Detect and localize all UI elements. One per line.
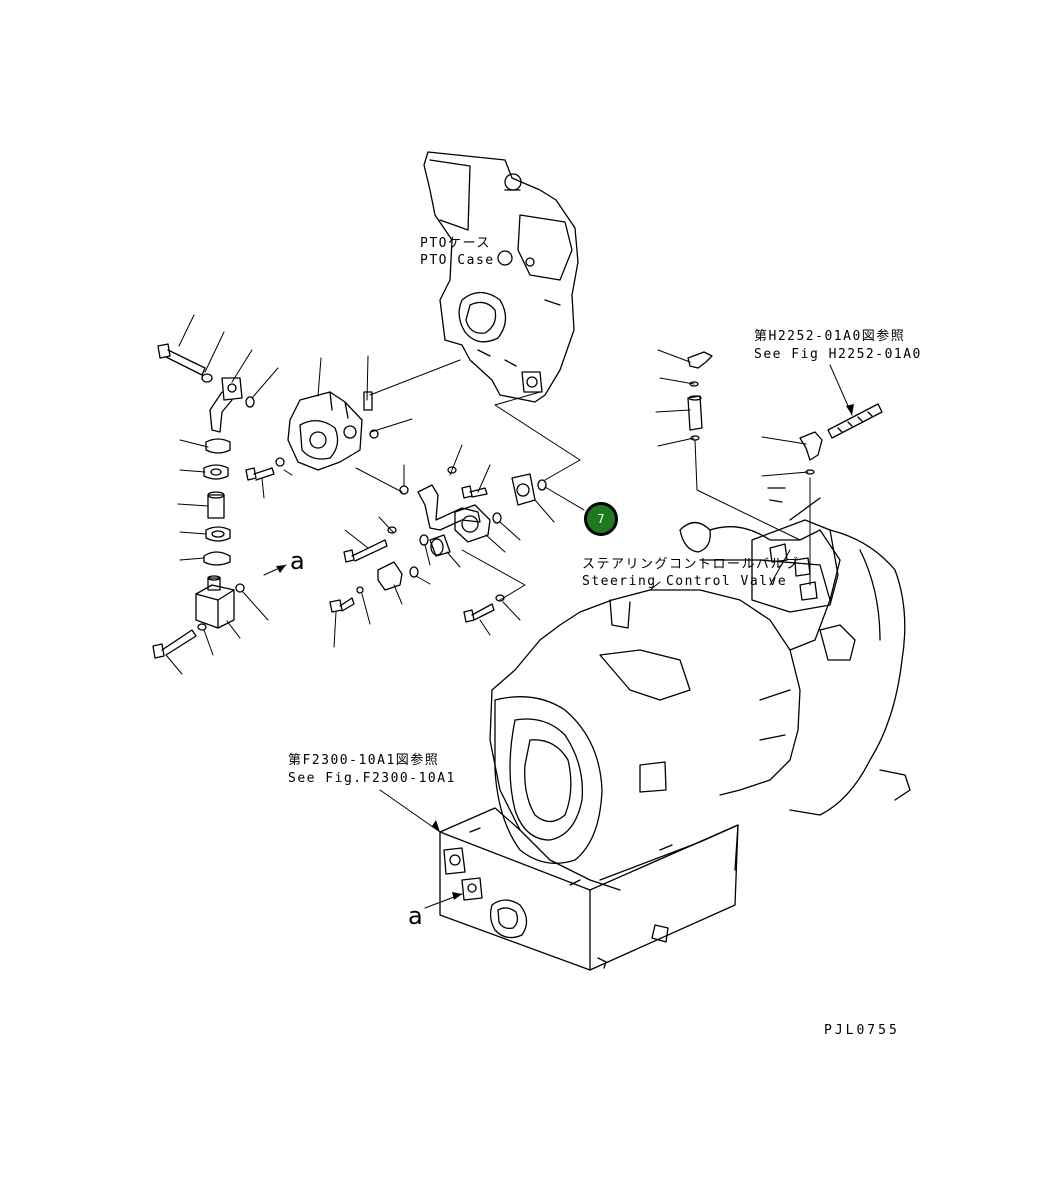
steering-valve-label-jp: ステアリングコントロールバルブ (582, 557, 800, 572)
fig-f2300-label-en: See Fig.F2300-10A1 (288, 771, 456, 786)
hose-parts-drawing (687, 351, 883, 475)
pto-case-label-jp: PTOケース (420, 236, 491, 251)
arrowheads (276, 404, 854, 900)
leader-lines (165, 314, 853, 909)
fig-h2252-label-jp: 第H2252-01A0図参照 (754, 329, 906, 344)
pump-assembly-drawing (152, 343, 379, 659)
oil-pan-drawing (439, 807, 739, 971)
reference-a-left: a (290, 547, 305, 575)
reference-a-bottom: a (408, 902, 423, 930)
steering-valve-label-en: Steering Control Valve (582, 574, 788, 589)
transmission-drawing (489, 526, 911, 891)
callout-number: 7 (597, 512, 605, 526)
steering-valve-drawing (679, 487, 839, 613)
pto-case-label-en: PTO Case (420, 253, 495, 268)
fig-f2300-label-jp: 第F2300-10A1図参照 (288, 753, 440, 768)
drawing-number: PJL0755 (824, 1023, 900, 1038)
center-parts-drawing (329, 466, 547, 623)
part-callout-7[interactable]: 7 (584, 502, 618, 536)
fig-h2252-label-en: See Fig H2252-01A0 (754, 347, 922, 362)
